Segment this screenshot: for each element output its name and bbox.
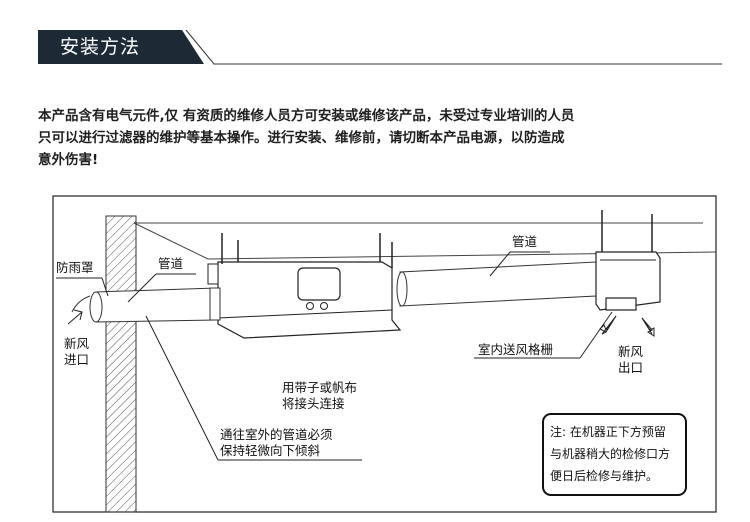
warning-line-1: 本产品含有电气元件,仅 有资质的维修人员方可安装或维修该产品，未受过专业培训的人… [38,108,575,124]
note-line-3: 便日后检修与维护。 [550,469,659,483]
indoor-grille [605,297,637,311]
warning-line-3: 意外伤害! [38,152,99,168]
header-banner-shape [38,29,722,65]
diagram-frame [52,195,717,513]
label-indoor-grille: 室内送风格栅 [478,342,554,357]
maintenance-note-box: 注: 在机器正下方预留 与机器稍大的检修口方 便日后检修与维护。 [542,413,687,496]
right-duct [399,261,597,307]
wall [105,215,137,513]
section-header: 安装方法 [0,0,750,80]
label-duct-left: 管道 [158,256,184,271]
control-panel [297,267,341,301]
section-title: 安装方法 [60,36,141,58]
note-line-1: 注: 在机器正下方预留 [550,425,666,439]
label-fresh-air-outlet-1: 新风 [618,344,644,359]
label-slope-note-2: 保持轻微向下倾斜 [220,443,321,458]
label-strap-note-2: 将接头连接 [282,396,345,411]
label-fresh-air-inlet-2: 进口 [64,352,90,367]
label-fresh-air-outlet-2: 出口 [618,360,644,375]
note-line-2: 与机器稍大的检修口方 [550,447,671,461]
safety-warning-paragraph: 本产品含有电气元件,仅 有资质的维修人员方可安装或维修该产品，未受过专业培训的人… [38,105,718,171]
left-duct [95,287,217,323]
warning-line-2: 只可以进行过滤器的维护等基本操作。进行安装、维修前，请切断本产品电源，以防造成 [38,130,565,146]
label-fresh-air-inlet-1: 新风 [64,336,90,351]
indoor-diffuser-box [595,251,661,311]
label-slope-note-1: 通往室外的管道必须 [220,427,333,442]
label-duct-right: 管道 [512,234,538,249]
installation-diagram [52,195,717,513]
rain-cover [71,295,91,313]
label-rain-cover: 防雨罩 [56,260,94,275]
label-strap-note-1: 用带子或帆布 [282,380,358,395]
